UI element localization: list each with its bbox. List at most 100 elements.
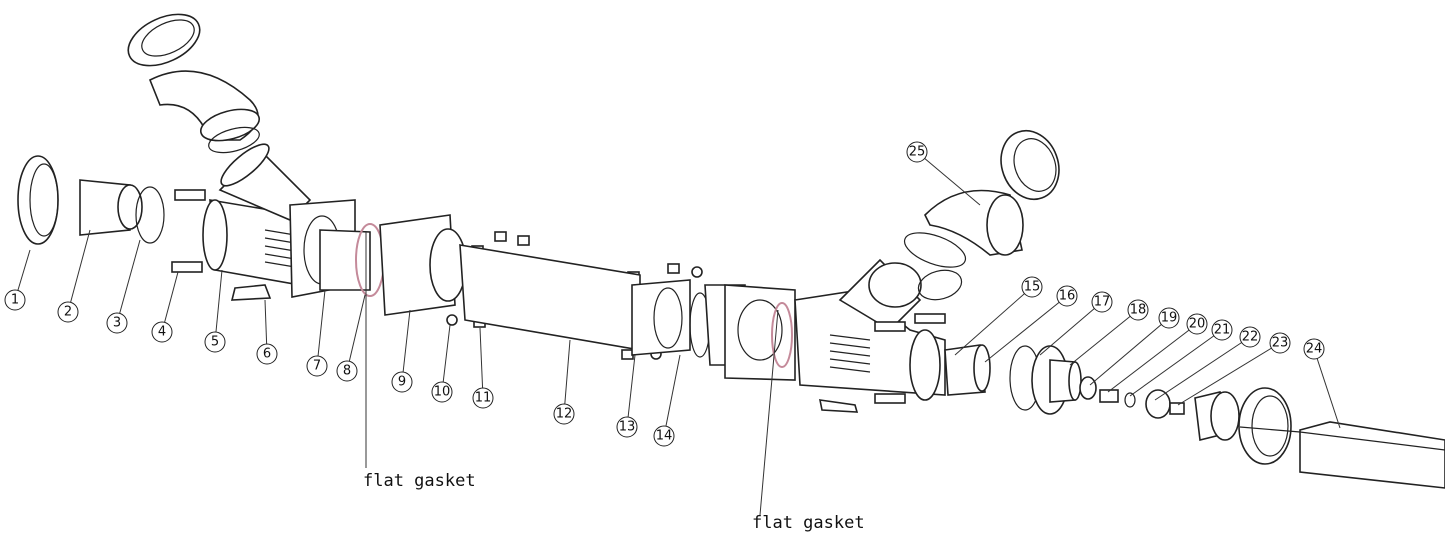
callout-circle <box>391 371 413 393</box>
callout-leader <box>1154 336 1251 401</box>
callout-circle <box>1127 299 1149 321</box>
callout-leader <box>346 294 366 372</box>
callout-leader <box>1069 309 1139 366</box>
callout-leader <box>1313 348 1341 429</box>
callout-11: 11 <box>472 327 494 409</box>
callout-8: 8 <box>336 294 366 382</box>
part-13-flange <box>631 279 691 356</box>
callout-leader <box>1129 329 1223 397</box>
callout-13: 13 <box>616 354 638 438</box>
callout-number: 16 <box>1059 289 1076 304</box>
callout-number: 25 <box>909 145 926 160</box>
part-18-washer <box>1079 376 1097 400</box>
callout-22: 22 <box>1154 326 1261 401</box>
callout-leader <box>954 286 1033 356</box>
part-9-flange-adapter <box>379 214 467 316</box>
callout-number: 9 <box>398 375 406 390</box>
callout-circle <box>906 141 928 163</box>
flat-gasket-label-right: flat gasket <box>752 513 865 533</box>
callout-5: 5 <box>204 269 226 353</box>
callout-circle <box>57 301 79 323</box>
callout-circle <box>204 331 226 353</box>
callout-circle <box>1158 307 1180 329</box>
callout-circle <box>306 355 328 377</box>
right-y-body <box>794 258 963 413</box>
callout-7: 7 <box>306 289 328 377</box>
part-right-union-nut <box>1238 387 1292 465</box>
callout-circle <box>431 381 453 403</box>
part-right-flange <box>704 284 796 381</box>
callout-leader <box>116 239 141 324</box>
callout-number: 8 <box>343 364 351 379</box>
callout-21: 21 <box>1129 319 1233 397</box>
callout-25: 25 <box>906 141 981 206</box>
callout-leader <box>1089 317 1170 386</box>
callout-number: 10 <box>434 385 451 400</box>
callout-19: 19 <box>1089 307 1180 386</box>
callout-circle <box>106 312 128 334</box>
callout-number: 7 <box>313 359 321 374</box>
part-24-sensor-box <box>1239 421 1445 489</box>
callout-number: 18 <box>1130 303 1147 318</box>
part-21-cap <box>1145 389 1171 419</box>
part-3-o-ring <box>135 186 165 244</box>
callout-number: 17 <box>1094 295 1111 310</box>
callout-15: 15 <box>954 276 1043 356</box>
part-2-adapter <box>79 179 143 236</box>
callout-3: 3 <box>106 239 141 334</box>
part-4-bolts <box>171 189 206 273</box>
callout-number: 11 <box>475 391 492 406</box>
callout-leader <box>916 151 981 206</box>
callout-leader <box>479 327 484 399</box>
callout-number: 22 <box>1242 330 1259 345</box>
callout-leader <box>1107 323 1198 393</box>
callout-circle <box>653 425 675 447</box>
callout-10: 10 <box>431 324 453 403</box>
callout-circle <box>1021 276 1043 298</box>
callout-circle <box>256 343 278 365</box>
callout-16: 16 <box>984 285 1078 363</box>
callout-number: 21 <box>1214 323 1231 338</box>
callout-circle <box>1091 291 1113 313</box>
callout-leader <box>67 229 91 313</box>
callout-number: 4 <box>158 325 166 340</box>
part-25-elbow <box>903 189 1024 268</box>
callout-23: 23 <box>1177 332 1291 406</box>
callout-20: 20 <box>1107 313 1208 393</box>
callout-1: 1 <box>4 249 31 311</box>
callout-number: 3 <box>113 316 121 331</box>
flat-gasket-label-left: flat gasket <box>363 471 476 491</box>
callout-circle <box>616 416 638 438</box>
callout-18: 18 <box>1069 299 1149 366</box>
callout-17: 17 <box>1039 291 1113 356</box>
callout-circle <box>1211 319 1233 341</box>
callout-circle <box>1239 326 1261 348</box>
right-flat-gasket <box>771 302 793 368</box>
part-22-pin <box>1169 402 1185 415</box>
part-19-insert <box>1099 389 1119 403</box>
part-top-elbow <box>148 70 261 154</box>
part-12-tube <box>459 244 641 351</box>
callout-6: 6 <box>256 299 278 365</box>
callout-number: 12 <box>556 407 573 422</box>
callout-12: 12 <box>553 339 575 425</box>
part-top-right-union-nut <box>1000 129 1060 201</box>
callout-number: 2 <box>64 305 72 320</box>
callout-number: 6 <box>263 347 271 362</box>
callout-circle <box>1303 338 1325 360</box>
callout-number: 13 <box>619 420 636 435</box>
part-15-sleeve <box>944 344 991 396</box>
callout-circle <box>1056 285 1078 307</box>
callout-circle <box>1269 332 1291 354</box>
flat-gasket-leader-right <box>759 309 779 516</box>
callout-4: 4 <box>151 271 179 343</box>
callout-leader <box>563 339 571 415</box>
callout-leader <box>316 289 326 367</box>
callout-leader <box>401 309 411 383</box>
callout-number: 24 <box>1306 342 1323 357</box>
callout-number: 14 <box>656 429 673 444</box>
callout-number: 1 <box>11 293 19 308</box>
part-6-bracket <box>230 284 272 301</box>
callout-number: 23 <box>1272 336 1289 351</box>
